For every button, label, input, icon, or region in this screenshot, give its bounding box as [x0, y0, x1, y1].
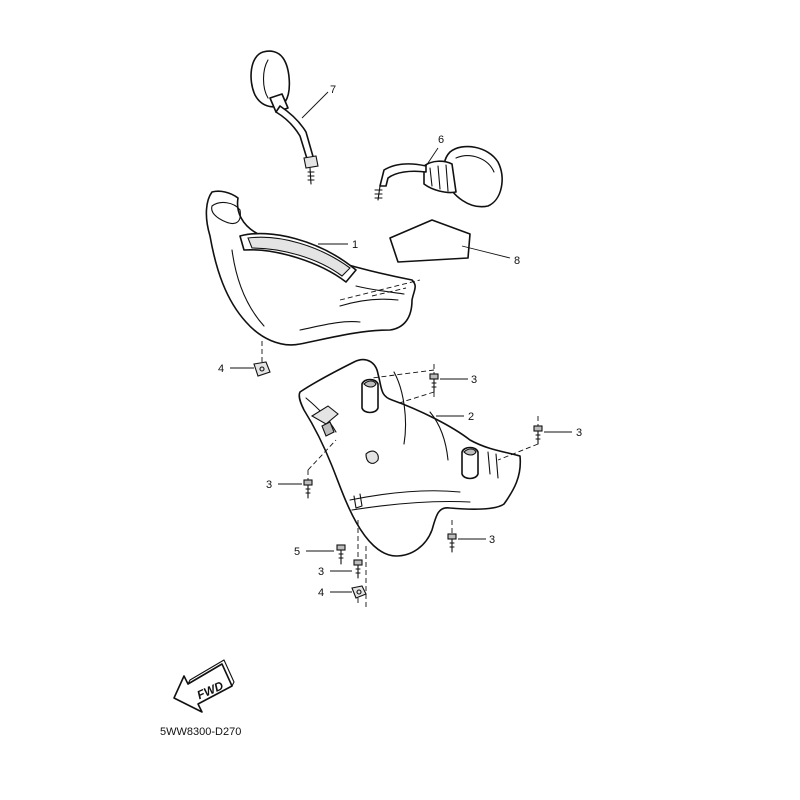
callout-3a: 3 — [471, 374, 477, 386]
nut-4-upper[interactable] — [253, 361, 271, 377]
callout-4b: 4 — [318, 587, 324, 599]
assembly-line-screw-upper-cover — [371, 369, 435, 379]
upper-handle-cover[interactable] — [205, 190, 416, 346]
nut-4-bottom[interactable] — [351, 585, 367, 599]
callout-6: 6 — [438, 134, 444, 146]
assembly-line-upper-lower — [339, 279, 421, 301]
screw-3-bottom[interactable] — [353, 559, 363, 579]
screw-3-left[interactable] — [303, 479, 313, 499]
mirror-right[interactable] — [374, 145, 503, 208]
leader-7 — [301, 91, 329, 119]
callout-8: 8 — [514, 255, 520, 267]
diagram-code: 5WW8300-D270 — [160, 726, 241, 738]
callout-1: 1 — [352, 239, 358, 251]
screw-5[interactable] — [336, 544, 346, 565]
assembly-line-bottom — [357, 520, 367, 610]
assembly-line-screw-left — [307, 439, 337, 480]
callout-3b: 3 — [576, 427, 582, 439]
screw-3-right[interactable] — [533, 425, 543, 445]
callout-4a: 4 — [218, 363, 224, 375]
screw-3-lower-right[interactable] — [447, 533, 457, 553]
callout-3e: 3 — [318, 566, 324, 578]
leader-8 — [461, 245, 511, 259]
callout-3c: 3 — [266, 479, 272, 491]
leader-6 — [425, 147, 439, 167]
callout-2: 2 — [468, 411, 474, 423]
callout-3d: 3 — [489, 534, 495, 546]
assembly-line-screw-upper — [395, 364, 435, 405]
screw-3-upper[interactable] — [429, 373, 439, 393]
lower-handle-cover[interactable] — [298, 358, 522, 557]
assembly-line-screw-right — [497, 416, 539, 461]
fwd-arrow-icon — [173, 659, 235, 713]
callout-5: 5 — [294, 546, 300, 558]
mirror-left[interactable] — [250, 50, 319, 185]
callout-7: 7 — [330, 84, 336, 96]
label-sticker[interactable] — [389, 219, 471, 263]
